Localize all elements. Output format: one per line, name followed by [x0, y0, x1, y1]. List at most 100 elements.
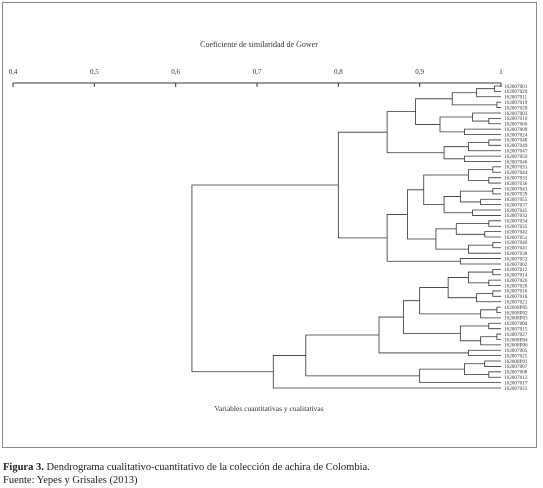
leaf-label: 162007041 [504, 246, 528, 252]
leaf-label: 162007003 [504, 111, 528, 117]
dendrogram-branch [419, 368, 501, 384]
x-tick-label: 0,8 [334, 68, 343, 76]
dendrogram-chart: Coeficiente de similaridad de Gower 0,4 0… [9, 40, 528, 413]
dendrogram-branch [439, 116, 473, 133]
leaf-label: 162007032 [504, 213, 528, 219]
leaf-label: 162007027 [504, 332, 528, 338]
leaf-label: 162007039 [504, 192, 528, 198]
dendrogram-branch [496, 306, 501, 313]
dendrogram-branch [468, 244, 501, 254]
leaf-label: 162007042 [504, 229, 528, 235]
leaf-label: 162007014 [504, 273, 528, 279]
dendrogram-branch [472, 209, 501, 216]
leaf-label: 162007036 [504, 181, 528, 187]
leaf-label: 162007046 [504, 159, 528, 165]
dendrogram-branch [496, 101, 501, 108]
leaf-label: 162007026 [504, 278, 528, 284]
dendrogram-branch [451, 92, 497, 106]
dendrogram-branch [468, 271, 493, 284]
dendrogram-branch [480, 198, 501, 206]
dendrogram-branch [403, 300, 461, 334]
leaf-label: 162007035 [504, 224, 528, 230]
leaf-label: 162007050 [504, 154, 528, 160]
dendrogram-branch [464, 128, 501, 135]
dendrogram-branch [494, 85, 501, 92]
leaf-label: 162007004 [504, 321, 528, 327]
leaf-label: 162008P05 [504, 305, 528, 311]
dendrogram-branch [472, 112, 501, 122]
leaf-label: 162007009 [504, 127, 528, 133]
dendrogram-branch [492, 268, 501, 276]
leaf-label: 162007020 [504, 105, 528, 111]
dendrogram-branch [468, 349, 501, 357]
caption-figure-text: Dendrograma cualitativo-cuantitativo de … [43, 462, 370, 473]
dendrogram-branch [435, 228, 469, 250]
x-axis-label: Variables cuantitativas y cualitativas [214, 404, 323, 413]
leaf-label: 162007043 [504, 186, 528, 192]
leaf-label: 162007005 [504, 348, 528, 354]
dendrogram-branch [305, 334, 420, 377]
dendrogram-branch [492, 166, 501, 173]
leaf-label: 162008P03 [504, 316, 528, 322]
leaf-label: 162007008 [504, 370, 528, 376]
leaf-label: 162007055 [504, 197, 528, 203]
leaf-label: 162007028 [504, 283, 528, 289]
dendrogram-branch [464, 363, 489, 375]
leaf-label: 162007002 [504, 262, 528, 268]
dendrogram-branch [492, 290, 501, 297]
leaf-label: 162007016 [504, 289, 528, 295]
leaf-label: 162008P02 [504, 310, 528, 316]
dendrogram-branch [488, 279, 501, 286]
dendrogram-branch [386, 214, 461, 262]
dendrogram-branch [476, 293, 501, 303]
dendrogram-branch [191, 184, 339, 373]
dendrogram-branch [480, 309, 501, 319]
leaf-label: 162007013 [504, 375, 528, 381]
dendrogram-branch [423, 174, 469, 206]
figure-caption: Figura 3. Dendrograma cualitativo-cuanti… [3, 461, 370, 487]
dendrogram-branch [488, 177, 501, 184]
leaf-label: 162007015 [504, 326, 528, 332]
x-tick-label: 0,7 [253, 68, 262, 76]
leaf-label: 162007052 [504, 256, 528, 262]
x-tick-label: 0,4 [9, 68, 18, 76]
dendrogram-branch [459, 258, 501, 265]
x-tick-label: 0,6 [171, 68, 180, 76]
dendrogram-branch [484, 231, 501, 238]
leaf-label: 162007011 [504, 95, 528, 101]
caption-figure-label: Figura 3. [3, 462, 44, 473]
x-tick-label: 0,9 [415, 68, 424, 76]
dendrogram-branch [447, 277, 477, 299]
dendrogram-branches [191, 85, 501, 389]
leaf-label: 162007001 [504, 84, 528, 90]
leaf-label: 162007051 [504, 235, 528, 241]
dendrogram-branch [492, 188, 501, 195]
dendrogram-branch [476, 88, 501, 98]
leaf-label: 162008P04 [504, 337, 528, 343]
leaf-label: 162007029 [504, 89, 528, 95]
dendrogram-branch [488, 371, 501, 378]
leaf-label: 162007066 [504, 122, 528, 128]
x-tick-label: 0,5 [90, 68, 99, 76]
leaf-label: 162007018 [504, 294, 528, 300]
dendrogram-branch [496, 333, 501, 340]
leaf-label: 162007033 [504, 175, 528, 181]
dendrogram-branch [484, 360, 501, 367]
dendrogram-branch [488, 322, 501, 330]
leaf-label: 162007044 [504, 170, 528, 176]
x-tick-label: 1 [499, 68, 503, 76]
figure-frame: Coeficiente de similaridad de Gower 0,4 0… [2, 2, 537, 448]
dendrogram-branch [468, 169, 493, 181]
dendrogram-branch [272, 355, 501, 389]
leaf-labels: 1620070011620070291620070111620070191620… [504, 84, 528, 392]
dendrogram-branch [378, 316, 469, 354]
leaf-label: 162007017 [504, 380, 528, 386]
dendrogram-branch [459, 190, 493, 203]
chart-title: Coeficiente de similaridad de Gower [200, 40, 318, 49]
dendrogram-branch [415, 98, 453, 125]
leaf-label: 162007010 [504, 116, 528, 122]
leaf-label: 162007047 [504, 149, 528, 155]
leaf-label: 162007038 [504, 251, 528, 257]
dendrogram-branch [480, 336, 501, 346]
leaf-label: 162008P01 [504, 359, 528, 365]
